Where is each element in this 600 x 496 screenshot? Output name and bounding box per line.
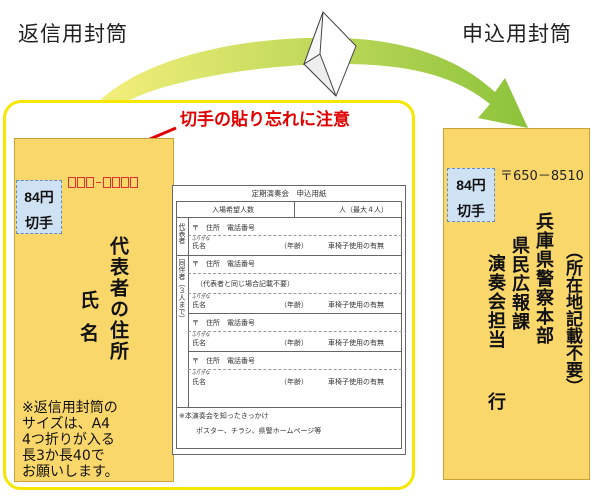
address-not-required-note: （所在地記載不要） [562, 242, 582, 395]
how-did-you-hear-options: ポスター、チラシ、県警ホームページ等 [196, 427, 322, 435]
wheelchair-label: 車椅子使用の有無 [328, 242, 384, 250]
wheelchair-label: 車椅子使用の有無 [328, 301, 384, 309]
note-line: 長3か長40で [22, 448, 105, 464]
age-label: （年齢） [280, 242, 308, 250]
note-line: お願いします。 [22, 464, 119, 480]
form-table: 入場希望人数 人（最大４人） 代表者 〒 住所 電話番号 ふりがな 氏名 （年齢… [176, 201, 402, 451]
stamp-label: 切手 [25, 215, 53, 231]
application-envelope-stamp: 84円 切手 [447, 168, 495, 222]
name-label: 氏名 [192, 242, 206, 250]
furigana-label: ふりがな [192, 333, 210, 338]
furigana-label: ふりがな [192, 295, 210, 300]
representative-side-label: 代表者 [178, 223, 186, 244]
seats-value: 人（最大４人） [339, 206, 388, 214]
name-label: 氏名 [192, 339, 206, 347]
application-form: 定期演奏会 申込用紙 入場希望人数 人（最大４人） 代表者 〒 住所 電話番号 … [172, 185, 406, 455]
application-envelope-label: 申込用封筒 [462, 22, 572, 46]
recipient-contact: 演奏会担当 [485, 254, 506, 349]
return-envelope-stamp: 84円 切手 [16, 180, 62, 234]
form-divider [176, 217, 402, 218]
name-label: 氏名 [192, 301, 206, 309]
return-envelope-group-frame [3, 100, 415, 490]
how-did-you-hear-label: ※本演奏会を知ったきっかけ [179, 412, 269, 420]
recipient-department: 県民広報課 [509, 236, 530, 331]
form-title: 定期演奏会 申込用紙 [251, 189, 327, 198]
companion-side-label: 同伴者（３人まで） [178, 259, 186, 322]
stamp-price: 84円 [456, 177, 486, 193]
age-label: （年齢） [280, 339, 308, 347]
postal-code: 〒650－8510 [500, 169, 584, 184]
recipient-suffix: 行 [485, 392, 506, 411]
name-label: 氏名 [192, 378, 206, 386]
folded-paper-icon [303, 11, 357, 97]
age-label: （年齢） [280, 301, 308, 309]
same-address-note: （代表者と同じ場合記載不要） [196, 280, 294, 288]
wheelchair-label: 車椅子使用の有無 [328, 339, 384, 347]
postal-code-boxes [68, 177, 138, 188]
address-phone-label: 〒 住所 電話番号 [192, 319, 255, 327]
recipient-organization: 兵庫県警察本部 [533, 212, 554, 345]
stamp-label: 切手 [457, 203, 485, 219]
representative-name: 氏名 [77, 290, 99, 356]
curved-arrow [100, 37, 528, 128]
representative-address: 代表者の住所 [107, 236, 129, 362]
note-line: ※返信用封筒の [22, 400, 118, 416]
address-phone-label: 〒 住所 電話番号 [192, 357, 255, 365]
furigana-label: ふりがな [192, 371, 210, 376]
note-line: サイズは、A4 [22, 416, 111, 432]
return-envelope-label: 返信用封筒 [18, 22, 128, 46]
age-label: （年齢） [280, 378, 308, 386]
wheelchair-label: 車椅子使用の有無 [328, 378, 384, 386]
stamp-price: 84円 [24, 189, 54, 205]
envelope-size-note: ※返信用封筒の サイズは、A4 4つ折りが入る 長3か長40で お願いします。 [22, 400, 172, 480]
address-phone-label: 〒 住所 電話番号 [192, 224, 255, 232]
form-border [176, 201, 402, 449]
furigana-label: ふりがな [192, 237, 210, 242]
stamp-warning: 切手の貼り忘れに注意 [180, 110, 350, 130]
note-line: 4つ折りが入る [22, 432, 115, 448]
seats-label: 入場希望人数 [212, 206, 254, 214]
address-phone-label: 〒 住所 電話番号 [192, 260, 255, 268]
